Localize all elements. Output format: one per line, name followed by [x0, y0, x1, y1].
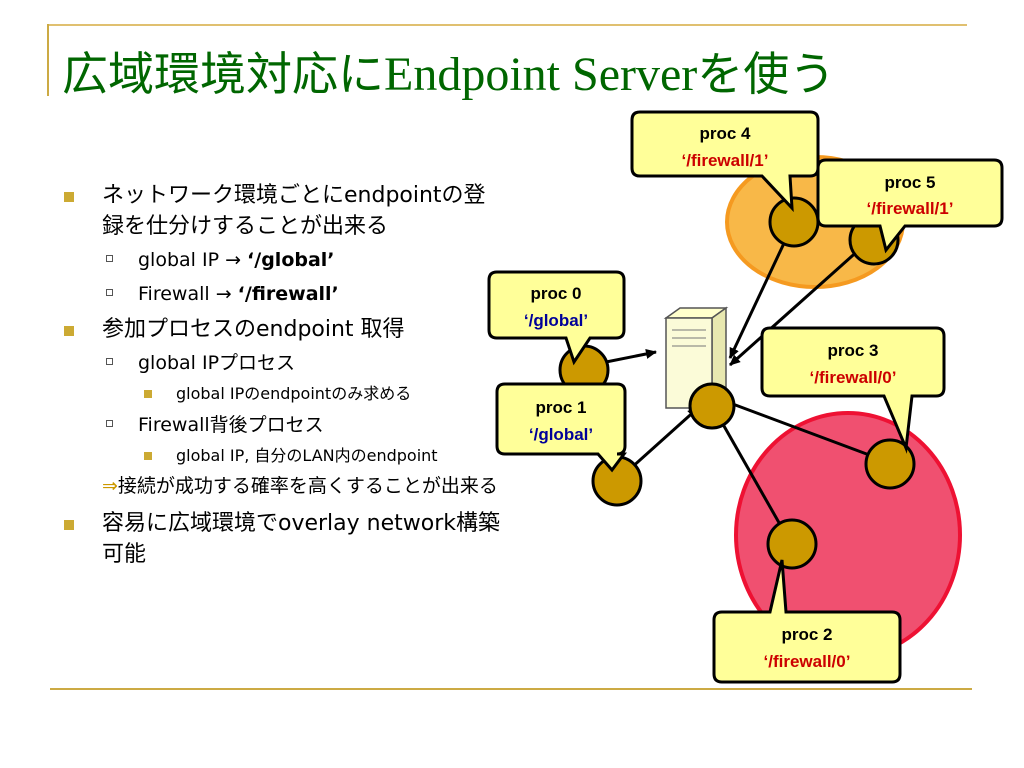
hollow-square-bullet-icon: [106, 420, 113, 427]
callout-proc4-name: proc 4: [699, 124, 751, 143]
square-bullet-icon: [144, 390, 152, 398]
link-proc2: [714, 411, 792, 543]
bullet-2-text: 参加プロセスのendpoint 取得: [102, 317, 405, 342]
bullet-2-sub-2-sub: global IP, 自分のLAN内のendpoint: [62, 445, 502, 467]
bullet-2: 参加プロセスのendpoint 取得: [62, 314, 502, 345]
callout-proc5-path: ‘/firewall/1’: [867, 199, 954, 218]
callout-proc1-name: proc 1: [535, 398, 586, 417]
callout-proc3-path: ‘/firewall/0’: [810, 368, 897, 387]
bullet-3: 容易に広域環境でoverlay network構築可能: [62, 508, 502, 570]
bullet-1-sub-2: Firewall → ‘/firewall’: [62, 280, 502, 308]
bullet-1-text: ネットワーク環境ごとにendpointの登録を仕分けすることが出来る: [102, 183, 486, 239]
implies-arrow-icon: ⇒: [102, 475, 118, 497]
bullet-2-sub-1: global IPプロセス: [62, 349, 502, 377]
callout-proc2-path: ‘/firewall/0’: [764, 652, 851, 671]
arrow-conclusion: ⇒接続が成功する確率を高くすることが出来る: [62, 473, 502, 500]
title-accent-line: [47, 24, 49, 96]
node-proc2: [766, 518, 818, 570]
hollow-square-bullet-icon: [106, 289, 113, 296]
link-proc5: [729, 238, 871, 367]
node-proc4: [768, 196, 820, 248]
square-bullet-icon: [64, 520, 74, 530]
bullet-2-sub-2-sub-text: global IP, 自分のLAN内のendpoint: [176, 446, 438, 465]
bullet-2-sub-2: Firewall背後プロセス: [62, 411, 502, 439]
hollow-square-bullet-icon: [106, 255, 113, 262]
top-rule: [47, 24, 967, 26]
bullet-1-sub-2-bold: ‘/firewall’: [237, 283, 339, 305]
bullet-2-sub-1-sub-text: global IPのendpointのみ求める: [176, 384, 412, 403]
bullet-1-sub-2-text: Firewall →: [138, 283, 238, 305]
bullet-2-sub-1-sub: global IPのendpointのみ求める: [62, 383, 502, 405]
bullet-2-sub-2-text: Firewall背後プロセス: [138, 414, 324, 436]
node-server-endpoint: [688, 382, 736, 430]
callout-proc0-name: proc 0: [530, 284, 581, 303]
bullet-1-sub-1-text: global IP →: [138, 249, 248, 271]
bullet-2-sub-1-text: global IPプロセス: [138, 352, 296, 374]
title-jp-prefix: 広域環境対応に: [62, 47, 384, 101]
callout-proc4: proc 4 ‘/firewall/1’: [630, 110, 820, 213]
bullet-1: ネットワーク環境ごとにendpointの登録を仕分けすることが出来る: [62, 180, 502, 242]
bullet-3-text: 容易に広域環境でoverlay network構築可能: [102, 511, 501, 567]
callout-proc2: proc 2 ‘/firewall/0’: [712, 559, 902, 684]
arrow-conclusion-text: 接続が成功する確率を高くすることが出来る: [117, 475, 498, 497]
page-title: 広域環境対応にEndpoint Serverを使う: [62, 38, 835, 104]
node-proc3: [864, 438, 916, 490]
callout-proc2-name: proc 2: [781, 625, 832, 644]
callout-proc0: proc 0 ‘/global’: [487, 270, 626, 366]
callout-proc1-path: ‘/global’: [529, 425, 593, 444]
square-bullet-icon: [64, 326, 74, 336]
callout-proc3: proc 3 ‘/firewall/0’: [760, 326, 946, 454]
callout-proc4-path: ‘/firewall/1’: [682, 151, 769, 170]
bullet-1-sub-1: global IP → ‘/global’: [62, 246, 502, 274]
callout-proc5-name: proc 5: [884, 173, 935, 192]
callout-proc1: proc 1 ‘/global’: [495, 382, 627, 473]
square-bullet-icon: [64, 192, 74, 202]
title-jp-suffix: を使う: [697, 47, 836, 101]
bullet-list: ネットワーク環境ごとにendpointの登録を仕分けすることが出来る globa…: [62, 180, 502, 574]
callout-proc5: proc 5 ‘/firewall/1’: [816, 158, 1004, 254]
link-proc3: [721, 398, 889, 464]
hollow-square-bullet-icon: [106, 358, 113, 365]
callout-proc0-path: ‘/global’: [524, 311, 588, 330]
callout-proc3-name: proc 3: [827, 341, 878, 360]
bullet-1-sub-1-bold: ‘/global’: [247, 249, 335, 271]
bottom-rule: [50, 688, 972, 690]
title-serif-part: Endpoint Server: [384, 48, 698, 101]
square-bullet-icon: [144, 452, 152, 460]
